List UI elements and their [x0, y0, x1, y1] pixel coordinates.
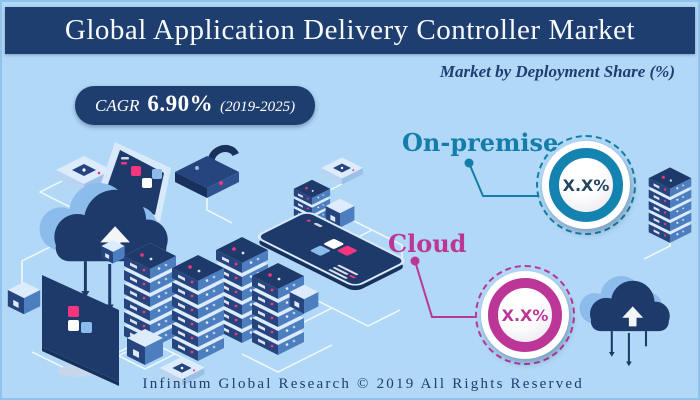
- badge-disc: X.X%: [542, 141, 630, 229]
- tablet-icon: [257, 212, 405, 291]
- header-banner: Global Application Delivery Controller M…: [5, 7, 695, 54]
- network-cube-icon: [7, 281, 41, 315]
- cloud-upload-icon: [578, 274, 671, 368]
- on-premise-share-badge: X.X%: [536, 135, 636, 235]
- badge-disc: X.X%: [481, 271, 569, 359]
- dashed-ring: [475, 265, 575, 365]
- monitor-icon: [42, 275, 119, 386]
- copyright-footer: Infinium Global Research © 2019 All Righ…: [142, 376, 584, 392]
- page-title: Global Application Delivery Controller M…: [64, 14, 636, 46]
- cagr-badge: CAGR 6.90% (2019-2025): [75, 86, 316, 125]
- dashed-ring: [536, 135, 636, 235]
- cagr-label: CAGR: [95, 96, 140, 115]
- cagr-period: (2019-2025): [220, 99, 296, 115]
- badge-ring: X.X%: [488, 278, 562, 352]
- padlock-icon: [175, 144, 239, 198]
- on-premise-share-value: X.X%: [562, 175, 610, 195]
- router-icon: [321, 157, 363, 185]
- on-premise-label: On-premise: [402, 128, 559, 157]
- cloud-share-badge: X.X%: [475, 265, 575, 365]
- subtitle: Market by Deployment Share (%): [439, 62, 675, 81]
- cagr-value: 6.90%: [147, 91, 214, 116]
- cloud-label: Cloud: [388, 229, 467, 258]
- badge-ring: X.X%: [549, 148, 623, 222]
- server-rack-icon: [649, 167, 692, 242]
- cloud-share-value: X.X%: [501, 305, 549, 325]
